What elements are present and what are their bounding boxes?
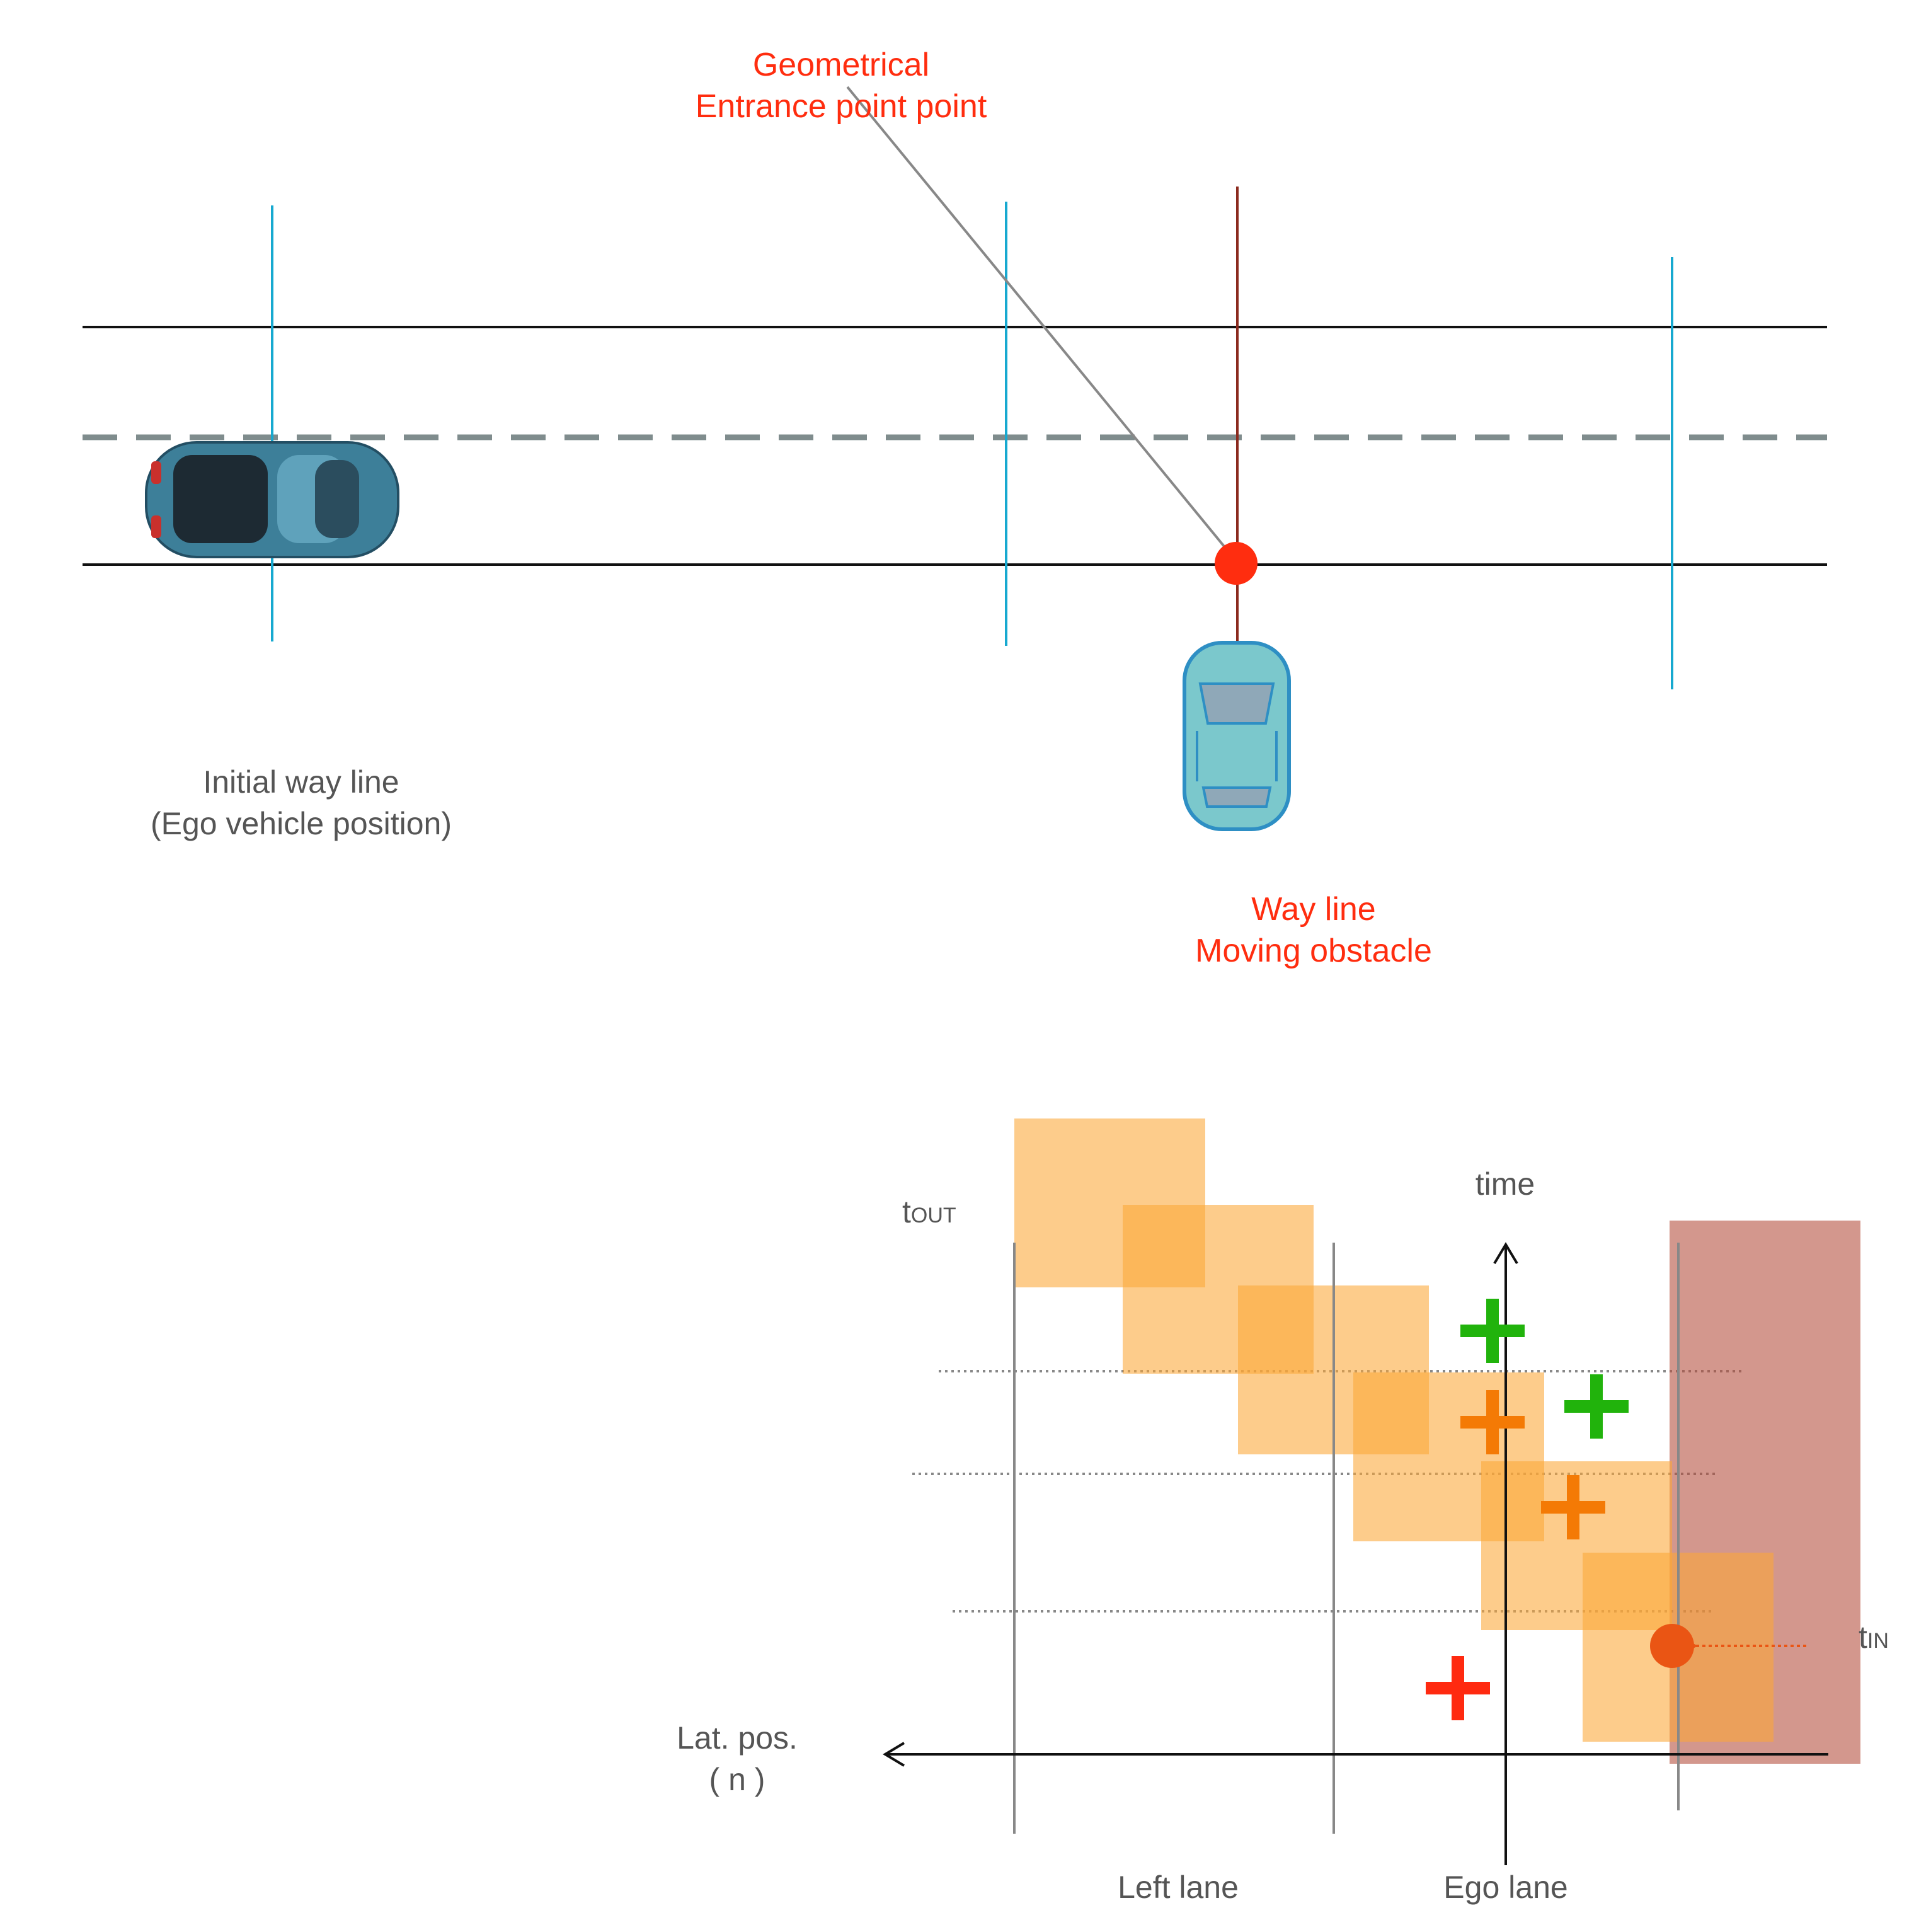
time-axis-arrowhead [1493,1242,1518,1265]
lat-pos-axis-arrowhead [883,1742,905,1767]
t-in-label: tIN [1859,1616,1909,1662]
obstacle-way-label-line-2: Moving obstacle [1195,933,1432,969]
plus-marker-green-1 [1460,1299,1525,1363]
plus-marker-green-2 [1564,1374,1629,1439]
entrance-label-line-2: Entrance point point [695,88,987,125]
lat-pos-label-line-2: ( n ) [709,1762,765,1797]
entrance-label-line-1: Geometrical [752,47,930,83]
road-scene [83,86,1827,831]
plus-marker-red [1426,1656,1490,1720]
lat-pos-axis-label: Lat. pos. ( n ) [643,1717,832,1800]
entrance-point-label: Geometrical Entrance point point [652,44,1030,127]
time-axis-label: time [1475,1166,1535,1202]
entrance-pointer-arrow [846,86,1231,555]
t-in-dot [1650,1624,1694,1668]
t-in-main: t [1859,1619,1867,1655]
initial-way-label-line-1: Initial way line [203,764,399,800]
obstacle-way-line-label: Way line Moving obstacle [1125,888,1503,972]
obstacle-vehicle-car-icon [1183,641,1291,831]
plus-marker-orange-2 [1541,1475,1605,1539]
initial-way-line-label: Initial way line (Ego vehicle position) [112,761,490,844]
t-out-label: tOUT [902,1191,978,1236]
lat-pos-label-line-1: Lat. pos. [677,1720,798,1756]
ego-vehicle-car-icon [145,441,399,558]
left-lane-label: Left lane [1118,1870,1239,1905]
entrance-point-dot [1215,542,1258,585]
t-in-sub: IN [1867,1629,1889,1653]
initial-way-label-line-2: (Ego vehicle position) [150,806,452,841]
t-out-main: t [902,1194,911,1229]
occupancy-chart [883,1118,1860,1865]
t-out-sub: OUT [910,1204,956,1228]
ego-lane-label: Ego lane [1443,1870,1568,1905]
obstacle-way-label-line-1: Way line [1251,891,1376,928]
plus-marker-orange-1 [1460,1390,1525,1454]
